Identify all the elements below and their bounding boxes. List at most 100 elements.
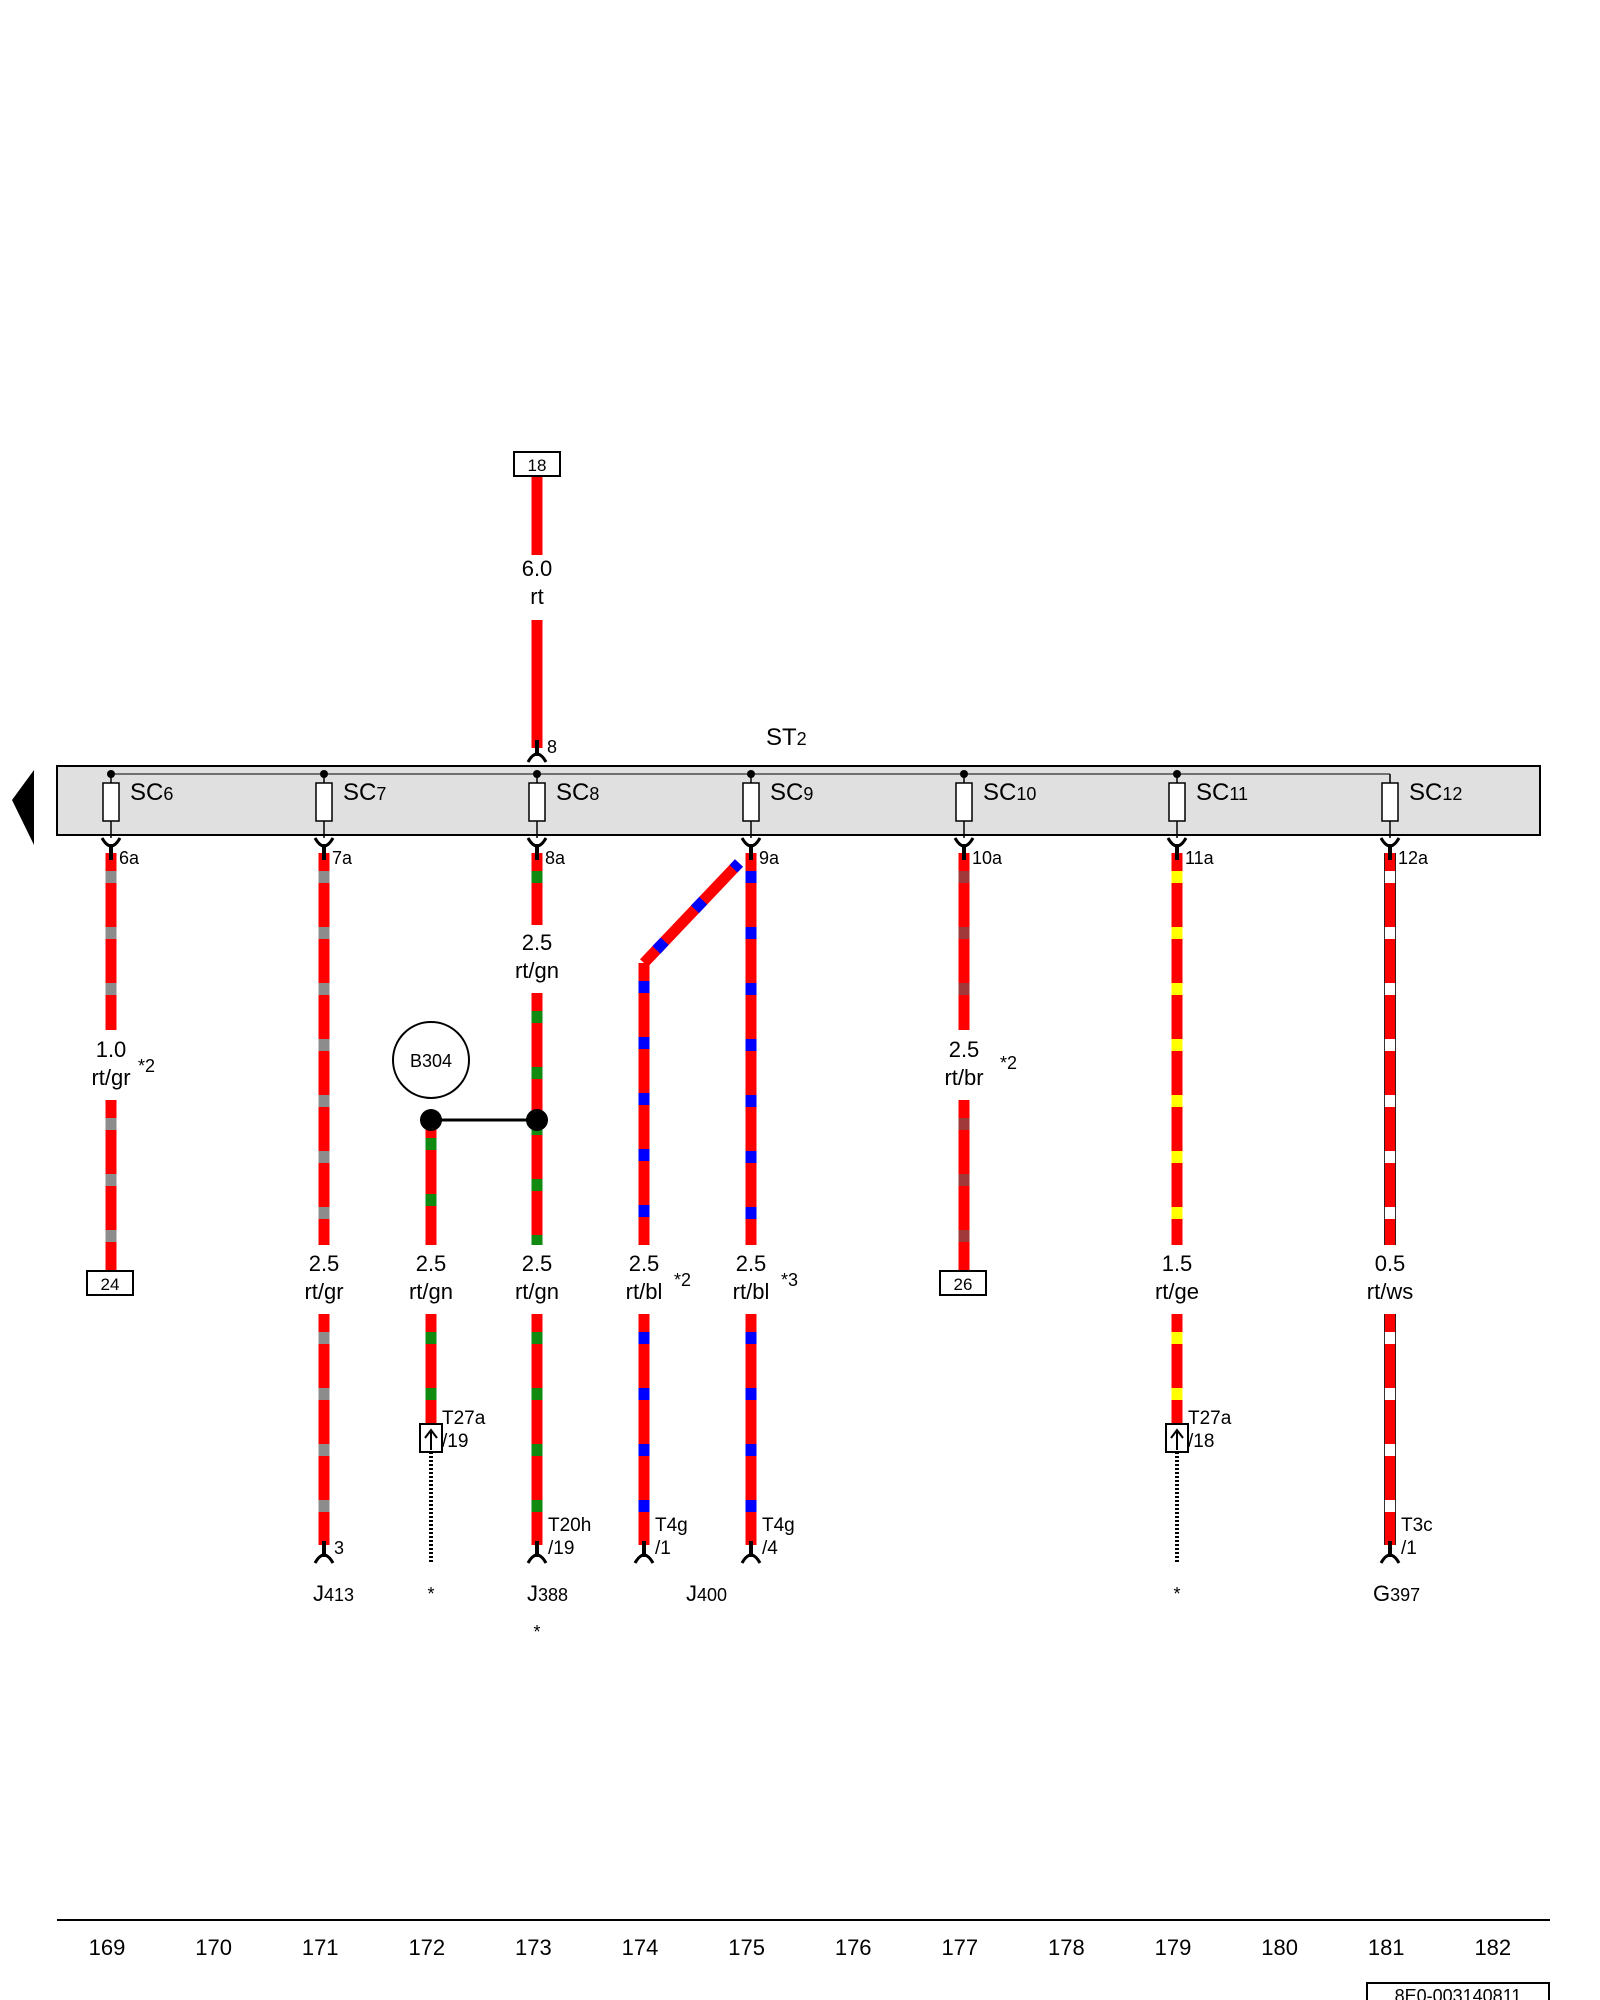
terminal-t20h-pin: /19 xyxy=(548,1538,574,1559)
fuse-pin-label: 7a xyxy=(332,848,353,868)
wire-label-174: 2.5 rt/bl *2 xyxy=(626,1251,691,1304)
fuse-label: SC12 xyxy=(1409,779,1462,806)
track-169: 169 xyxy=(89,1935,126,1960)
end-pin-0[interactable] xyxy=(313,1541,335,1564)
svg-text:rt/bl: rt/bl xyxy=(733,1279,770,1304)
fuse-sc12[interactable]: SC12 12a xyxy=(1379,773,1462,868)
terminal-t27a-179-name: T27a xyxy=(1188,1408,1232,1429)
fuse-pin-label: 12a xyxy=(1398,848,1429,868)
drawing-number-box xyxy=(1366,1982,1550,2000)
svg-text:2.5: 2.5 xyxy=(736,1251,767,1276)
terminal-t4g-174-pin: /1 xyxy=(655,1538,671,1559)
svg-text:rt/ge: rt/ge xyxy=(1155,1279,1199,1304)
star-note-179: * xyxy=(1173,1584,1180,1604)
fuse-label: SC11 xyxy=(1196,779,1248,806)
svg-text:0.5: 0.5 xyxy=(1375,1251,1406,1276)
end-pin-1[interactable] xyxy=(526,1541,548,1564)
fuse-rail xyxy=(56,765,1541,836)
wire-label-181: 0.5 rt/ws xyxy=(1367,1251,1413,1304)
fuse-sc6[interactable]: SC6 6a xyxy=(100,770,173,868)
wire-label-169: 1.0 rt/gr *2 xyxy=(91,1037,155,1090)
fuse-sc7[interactable]: SC7 7a xyxy=(313,770,386,868)
end-pin-3[interactable] xyxy=(740,1541,762,1564)
end-pin-4[interactable] xyxy=(1379,1541,1401,1564)
terminal-t4g-174-name: T4g xyxy=(655,1515,688,1536)
svg-text:1.0: 1.0 xyxy=(96,1037,127,1062)
wire-label-177: 2.5 rt/br *2 xyxy=(944,1037,1017,1090)
track-177: 177 xyxy=(941,1935,978,1960)
wire-174-diag[interactable] xyxy=(640,859,743,967)
wire-label-173b: 2.5 rt/gn xyxy=(515,1251,559,1304)
svg-text:rt/gn: rt/gn xyxy=(515,1279,559,1304)
component-j388[interactable]: J388 xyxy=(527,1581,568,1606)
page-left-arrow[interactable] xyxy=(12,770,34,845)
svg-text:2.5: 2.5 xyxy=(522,1251,553,1276)
svg-text:2.5: 2.5 xyxy=(416,1251,447,1276)
wire-top-size: 6.0 xyxy=(522,556,553,581)
fuse-out-pin[interactable] xyxy=(740,837,762,860)
fuse-out-pin[interactable] xyxy=(1166,837,1188,860)
bottom-pin-hooks xyxy=(313,1541,1401,1564)
rail-label: ST2 xyxy=(766,724,807,751)
splice-b304-symbol[interactable] xyxy=(392,1021,470,1099)
track-182: 182 xyxy=(1474,1935,1511,1960)
terminal-t27a-179-pin: /18 xyxy=(1188,1431,1214,1452)
svg-text:rt/gr: rt/gr xyxy=(91,1065,130,1090)
splice-b304-label: B304 xyxy=(410,1051,452,1071)
arrow-t27a-172 xyxy=(424,1428,438,1450)
fuse-out-pin[interactable] xyxy=(313,837,335,860)
svg-text:*2: *2 xyxy=(138,1056,155,1076)
connector-26[interactable] xyxy=(939,1270,987,1296)
fuse-out-pin[interactable] xyxy=(1379,837,1401,860)
fuse-pin-label: 6a xyxy=(119,848,140,868)
fuse-out-pin[interactable] xyxy=(100,837,122,860)
fuse-label: SC9 xyxy=(770,779,813,806)
pin-8-label: 8 xyxy=(547,737,557,757)
svg-text:*2: *2 xyxy=(674,1270,691,1290)
component-j413[interactable]: J413 xyxy=(313,1581,354,1606)
svg-text:rt/gr: rt/gr xyxy=(304,1279,343,1304)
connector-24[interactable] xyxy=(86,1270,134,1296)
track-178: 178 xyxy=(1048,1935,1085,1960)
fuse-pin-label: 10a xyxy=(972,848,1003,868)
terminal-j413-pin: 3 xyxy=(334,1538,344,1558)
wire-181-a[interactable] xyxy=(1384,853,1396,1245)
track-179: 179 xyxy=(1155,1935,1192,1960)
track-173: 173 xyxy=(515,1935,552,1960)
wires xyxy=(105,476,1396,1545)
terminal-t4g-175-pin: /4 xyxy=(762,1538,778,1559)
fuse-label: SC7 xyxy=(343,779,386,806)
svg-text:rt/bl: rt/bl xyxy=(626,1279,663,1304)
fuse-out-pin[interactable] xyxy=(526,837,548,860)
svg-text:rt/gn: rt/gn xyxy=(409,1279,453,1304)
svg-text:rt/br: rt/br xyxy=(944,1065,983,1090)
svg-text:rt/ws: rt/ws xyxy=(1367,1279,1413,1304)
svg-text:2.5: 2.5 xyxy=(629,1251,660,1276)
terminal-t27a-172-pin: /19 xyxy=(442,1431,468,1452)
wire-label-172: 2.5 rt/gn xyxy=(409,1251,453,1304)
end-pin-2[interactable] xyxy=(633,1541,655,1564)
fuse-label: SC6 xyxy=(130,779,173,806)
track-174: 174 xyxy=(622,1935,659,1960)
track-171: 171 xyxy=(302,1935,339,1960)
connector-24-label: 24 xyxy=(101,1275,120,1294)
drawing-number: 8E0-003140811 xyxy=(1395,1986,1522,2000)
arrow-t27a-179 xyxy=(1170,1428,1184,1450)
fuse-out-pin[interactable] xyxy=(953,837,975,860)
component-j400[interactable]: J400 xyxy=(686,1581,727,1606)
component-g397[interactable]: G397 xyxy=(1373,1581,1420,1606)
svg-text:2.5: 2.5 xyxy=(522,930,553,955)
svg-text:*3: *3 xyxy=(781,1270,798,1290)
splice-node-right xyxy=(526,1109,548,1131)
rail-in-pin-8[interactable] xyxy=(526,740,548,763)
wire-181-b[interactable] xyxy=(1384,1314,1396,1545)
connector-18[interactable] xyxy=(513,451,561,477)
wire-label-179: 1.5 rt/ge xyxy=(1155,1251,1199,1304)
